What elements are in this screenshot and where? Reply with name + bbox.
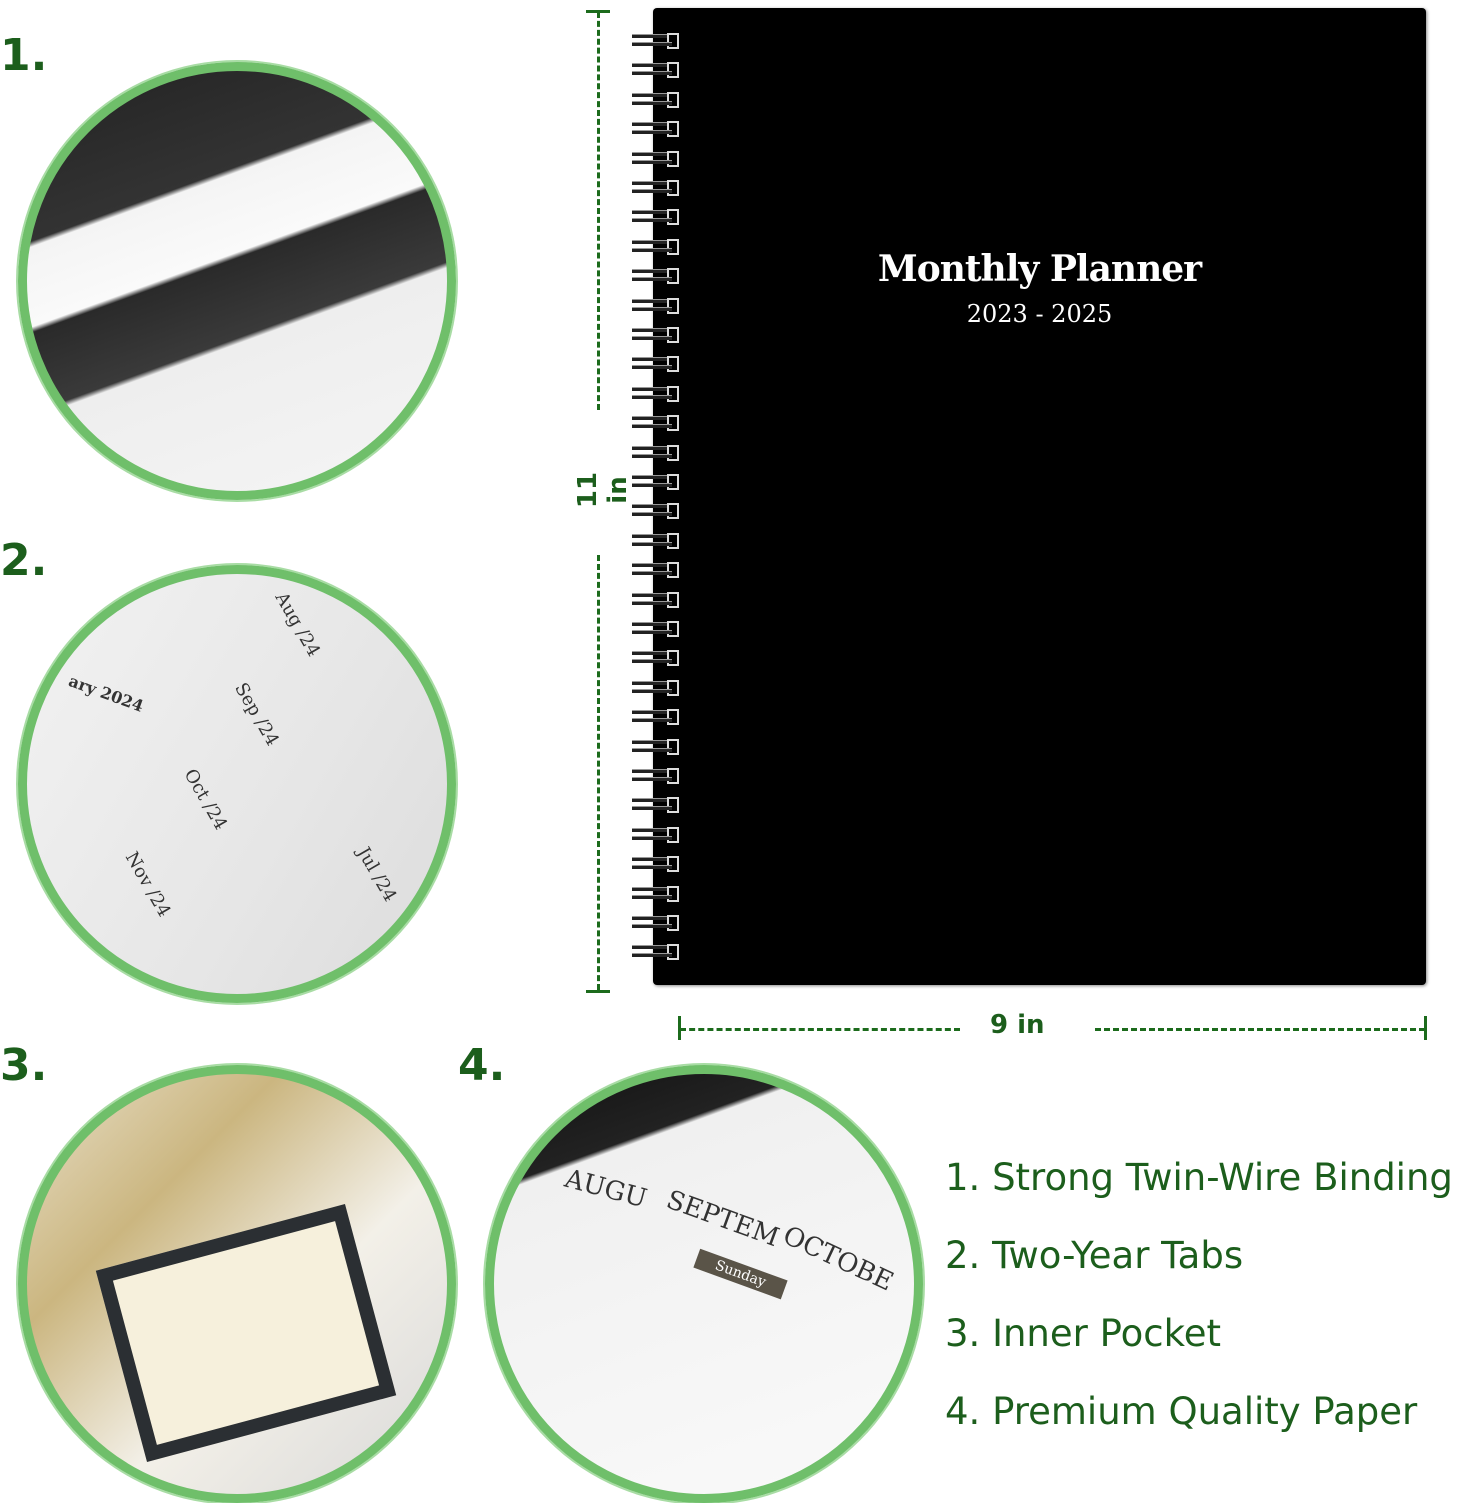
- width-dimension-line-right: [1095, 1028, 1425, 1031]
- spiral-ring: [632, 621, 680, 637]
- spiral-ring: [632, 356, 680, 373]
- spiral-ring: [632, 474, 680, 490]
- spiral-ring: [632, 444, 680, 461]
- feature-item: 1. Strong Twin-Wire Binding: [945, 1156, 1453, 1199]
- width-label: 9 in: [990, 1010, 1045, 1040]
- tab-label: Sep /24: [230, 679, 283, 750]
- spiral-ring: [632, 797, 680, 814]
- spiral-ring: [632, 238, 680, 255]
- spiral-ring: [632, 532, 680, 549]
- callout-2: 2.: [0, 535, 48, 586]
- feature-item: 3. Inner Pocket: [945, 1312, 1221, 1355]
- paper-photo: AUGU SEPTEM OCTOBE Sunday: [485, 1065, 923, 1503]
- spiral-ring: [632, 180, 680, 196]
- spiral-ring: [632, 650, 680, 667]
- height-dimension-line-bottom: [597, 555, 600, 990]
- spiral-ring: [632, 503, 680, 520]
- spiral-ring: [632, 591, 680, 608]
- tabs-photo: ary 2024 Aug /24 Sep /24 Oct /24 Nov /24…: [18, 565, 456, 1003]
- planner-title: Monthly Planner: [877, 248, 1202, 290]
- spiral-ring: [632, 415, 680, 432]
- pocket-photo: [18, 1065, 456, 1503]
- month-label: OCTOBE: [778, 1220, 898, 1298]
- tab-label: Aug /24: [270, 588, 325, 661]
- spiral-ring: [632, 915, 680, 931]
- planner-cover: Monthly Planner 2023 - 2025: [653, 8, 1426, 985]
- spiral-ring: [632, 268, 680, 285]
- invitation-card: [95, 1203, 397, 1463]
- spiral-ring: [632, 385, 680, 402]
- spiral-ring: [632, 856, 680, 873]
- spiral-ring: [632, 150, 680, 167]
- spiral-ring: [632, 944, 680, 961]
- month-label: SEPTEM: [662, 1184, 783, 1254]
- dimension-tick: [586, 10, 610, 13]
- spiral-ring: [632, 33, 680, 49]
- dimension-tick: [586, 990, 610, 993]
- spiral-ring: [632, 768, 680, 784]
- tab-label: Jul /24: [352, 843, 401, 906]
- spiral-ring: [632, 709, 680, 726]
- feature-list: 1. Strong Twin-Wire Binding 2. Two-Year …: [945, 1152, 1453, 1464]
- month-label: AUGU: [561, 1163, 650, 1215]
- spiral-ring: [632, 91, 680, 108]
- callout-1: 1.: [0, 30, 48, 81]
- callout-4: 4.: [458, 1040, 506, 1091]
- spiral-ring: [632, 738, 680, 755]
- tab-label: Nov /24: [120, 848, 175, 921]
- spiral-ring: [632, 209, 680, 226]
- dimension-tick: [1424, 1016, 1427, 1040]
- callout-3: 3.: [0, 1040, 48, 1091]
- height-label: 11 in: [573, 471, 633, 509]
- spiral-ring: [632, 562, 680, 579]
- dimension-tick: [678, 1016, 681, 1040]
- spiral-ring: [632, 297, 680, 314]
- binding-photo: [18, 62, 456, 500]
- calendar-heading: ary 2024: [66, 671, 147, 716]
- height-dimension-line-top: [597, 12, 600, 410]
- day-label: Sunday: [693, 1248, 788, 1300]
- spiral-ring: [632, 327, 680, 343]
- planner-years: 2023 - 2025: [966, 300, 1113, 328]
- spiral-ring: [632, 62, 680, 79]
- feature-item: 4. Premium Quality Paper: [945, 1390, 1418, 1433]
- spiral-ring: [632, 885, 680, 902]
- spiral-ring: [632, 826, 680, 843]
- width-dimension-line-left: [680, 1028, 960, 1031]
- spiral-ring: [632, 121, 680, 138]
- spiral-ring: [632, 679, 680, 696]
- feature-item: 2. Two-Year Tabs: [945, 1234, 1244, 1277]
- tab-label: Oct /24: [179, 765, 232, 834]
